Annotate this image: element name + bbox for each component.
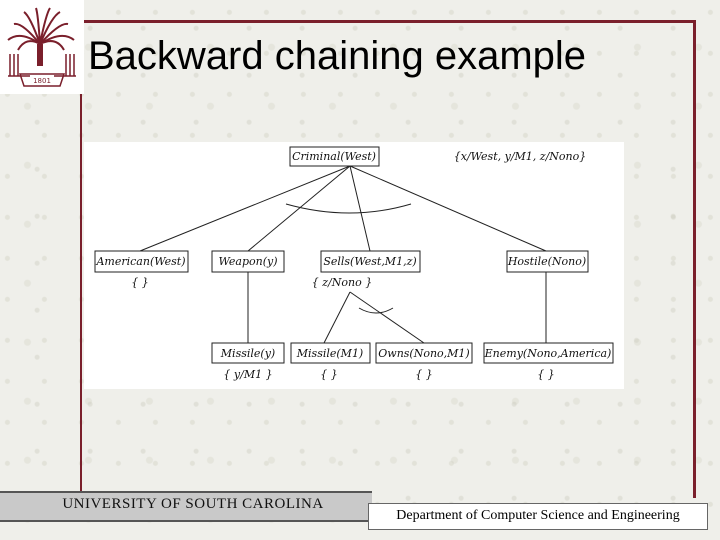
node-box-missile-y (211, 342, 285, 364)
university-logo: 1801 (0, 0, 84, 94)
edge-criminal-sells (349, 165, 371, 252)
node-owns: Owns(Nono,M1) (378, 347, 469, 360)
footer-department-name: Department of Computer Science and Engin… (396, 508, 680, 523)
footer-department-bar: Department of Computer Science and Engin… (368, 503, 708, 530)
node-box-enemy (483, 342, 614, 364)
node-box-hostile (506, 250, 589, 273)
footer-university-name: UNIVERSITY OF SOUTH CAROLINA (62, 496, 324, 512)
conjunction-arc-root (285, 203, 412, 214)
node-box-sells (320, 250, 421, 273)
node-box-owns (375, 342, 473, 364)
edge-criminal-american (139, 165, 351, 252)
edge-criminal-hostile (349, 165, 547, 252)
node-american: American(West) (95, 255, 185, 268)
palmetto-seal-icon: 1801 (7, 7, 76, 87)
footer-university-bar: UNIVERSITY OF SOUTH CAROLINA (0, 491, 372, 522)
edge-criminal-weapon (247, 165, 351, 252)
slide-title: Backward chaining example (88, 34, 587, 78)
substitution-owns: { } (415, 368, 433, 381)
node-weapon: Weapon(y) (218, 255, 277, 268)
node-box-missile-m1 (290, 342, 371, 364)
substitution-american: { } (131, 276, 149, 289)
substitution-missile-m1: { } (320, 368, 338, 381)
frame-right-border (693, 20, 696, 498)
backward-chaining-diagram: Criminal(West) {x/West, y/M1, z/Nono} Am… (84, 142, 624, 389)
conjunction-arc-sells (358, 307, 394, 314)
substitution-missile-y: { y/M1 } (223, 368, 272, 381)
node-sells: Sells(West,M1,z) (323, 255, 416, 268)
frame-top-border (82, 20, 696, 23)
node-criminal: Criminal(West) (292, 150, 376, 163)
edge-sells-missile-m1 (323, 291, 351, 344)
node-box-weapon (211, 250, 285, 273)
frame-left-border (80, 94, 82, 498)
logo-year: 1801 (33, 77, 51, 85)
edge-sells-owns (349, 291, 425, 344)
node-box-american (94, 250, 189, 273)
node-missile-m1: Missile(M1) (296, 347, 363, 360)
substitution-enemy: { } (537, 368, 555, 381)
node-missile-y: Missile(y) (220, 347, 275, 360)
node-hostile: Hostile(Nono) (507, 255, 586, 268)
substitution-root: {x/West, y/M1, z/Nono} (454, 150, 587, 163)
node-enemy: Enemy(Nono,America) (484, 347, 612, 360)
node-box-criminal (289, 146, 380, 167)
substitution-sells: { z/Nono } (312, 276, 372, 289)
